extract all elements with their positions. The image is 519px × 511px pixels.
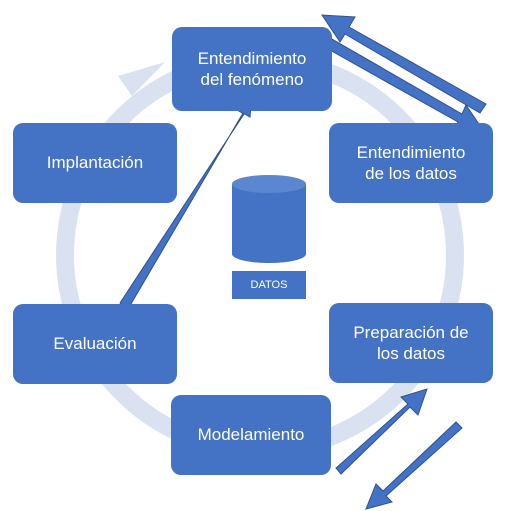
arrow-to-fenomeno: [321, 14, 487, 114]
phase-label: Implantación: [46, 153, 144, 173]
arrow-to-preparacion: [335, 388, 428, 475]
phase-evaluacion: Evaluación: [13, 304, 177, 384]
phase-entendimiento-fenomeno: Entendimiento del fenómeno: [172, 27, 332, 111]
phase-implantacion: Implantación: [13, 123, 177, 203]
database-cylinder-icon: [232, 175, 306, 263]
phase-label: Modelamiento: [197, 425, 305, 445]
phase-label: Preparación de los datos: [353, 322, 469, 363]
arrow-to-modelamiento: [365, 421, 463, 510]
phase-label: Evaluación: [53, 334, 137, 354]
phase-label: Entendimiento de los datos: [356, 142, 466, 183]
phase-entendimiento-datos: Entendimiento de los datos: [329, 123, 493, 203]
database-label: DATOS: [232, 271, 306, 299]
phase-modelamiento: Modelamiento: [171, 395, 331, 475]
phase-preparacion-datos: Preparación de los datos: [329, 303, 493, 383]
phase-label: Entendimiento del fenómeno: [197, 48, 307, 89]
cycle-ring-arrowhead: [118, 62, 165, 96]
